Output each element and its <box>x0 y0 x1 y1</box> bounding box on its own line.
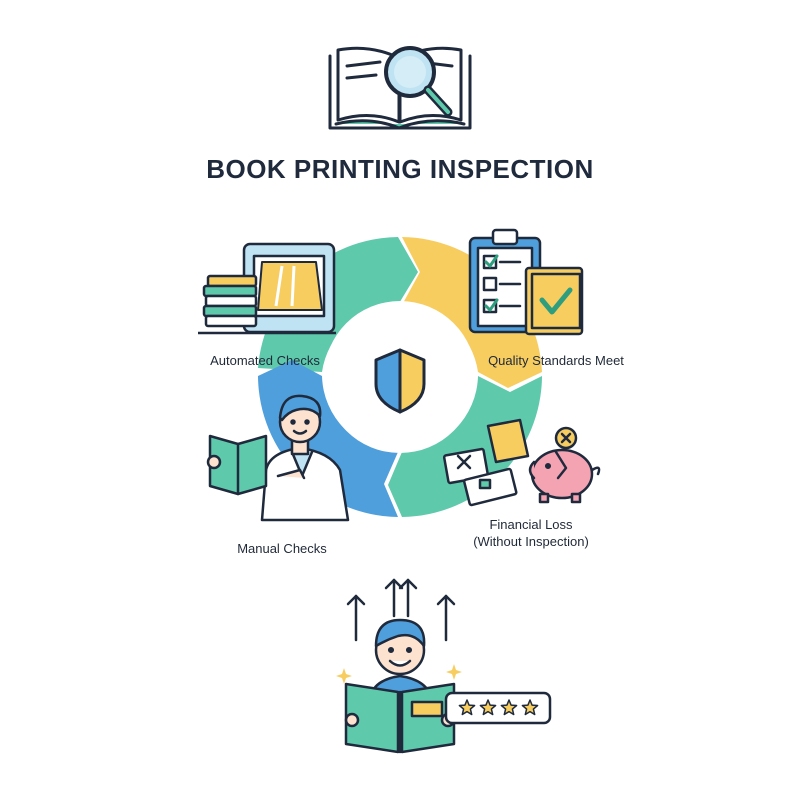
cycle-ring <box>258 237 542 517</box>
label-financial-loss: Financial Loss (Without Inspection) <box>446 516 616 550</box>
cycle-segment-financial <box>388 376 542 517</box>
inspector-person-icon <box>206 394 350 522</box>
scanner-icon <box>198 242 336 335</box>
star-rating-icon <box>444 691 552 725</box>
up-arrows-icon <box>346 578 456 642</box>
page-title: BOOK PRINTING INSPECTION <box>206 154 594 184</box>
label-quality-standards: Quality Standards Meet <box>488 353 624 368</box>
label-financial-loss-line2: (Without Inspection) <box>473 534 589 549</box>
shield-icon <box>374 348 426 414</box>
clipboard-checklist-icon <box>468 228 584 336</box>
label-automated-checks: Automated Checks <box>210 353 320 368</box>
piggy-bank-icon <box>442 418 601 507</box>
label-manual-checks: Manual Checks <box>237 541 327 556</box>
star-icon <box>521 699 539 716</box>
cycle-segment-automated <box>258 237 418 372</box>
star-row <box>458 699 539 716</box>
book-magnifier-icon <box>328 46 472 130</box>
star-icon <box>500 699 518 716</box>
star-icon <box>458 699 476 716</box>
label-financial-loss-line1: Financial Loss <box>489 517 573 532</box>
star-icon <box>479 699 497 716</box>
